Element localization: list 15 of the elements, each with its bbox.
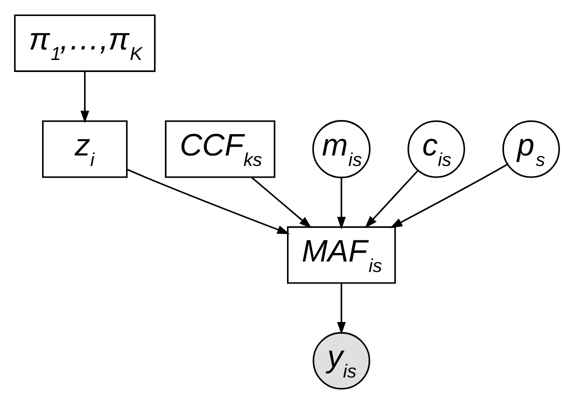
arrow — [250, 176, 312, 228]
node-circle: y$_{is}$ — [312, 332, 370, 390]
arrow — [337, 177, 346, 229]
node-circle: m$_{is}$ — [312, 120, 371, 178]
arrow — [126, 168, 290, 234]
arrow — [390, 163, 508, 228]
node-box: π$_{1}$,…,π$_{K}$ — [14, 14, 156, 72]
node-box: z$_{i}$ — [42, 120, 128, 178]
node-circle: p$_{s}$ — [502, 120, 560, 178]
node-box: CCF$_{ks}$ — [164, 120, 276, 178]
node-circle: c$_{is}$ — [408, 120, 466, 178]
node-box: MAF$_{is}$ — [287, 226, 396, 284]
arrow — [337, 283, 346, 334]
arrow — [364, 169, 419, 228]
arrow — [80, 70, 90, 123]
